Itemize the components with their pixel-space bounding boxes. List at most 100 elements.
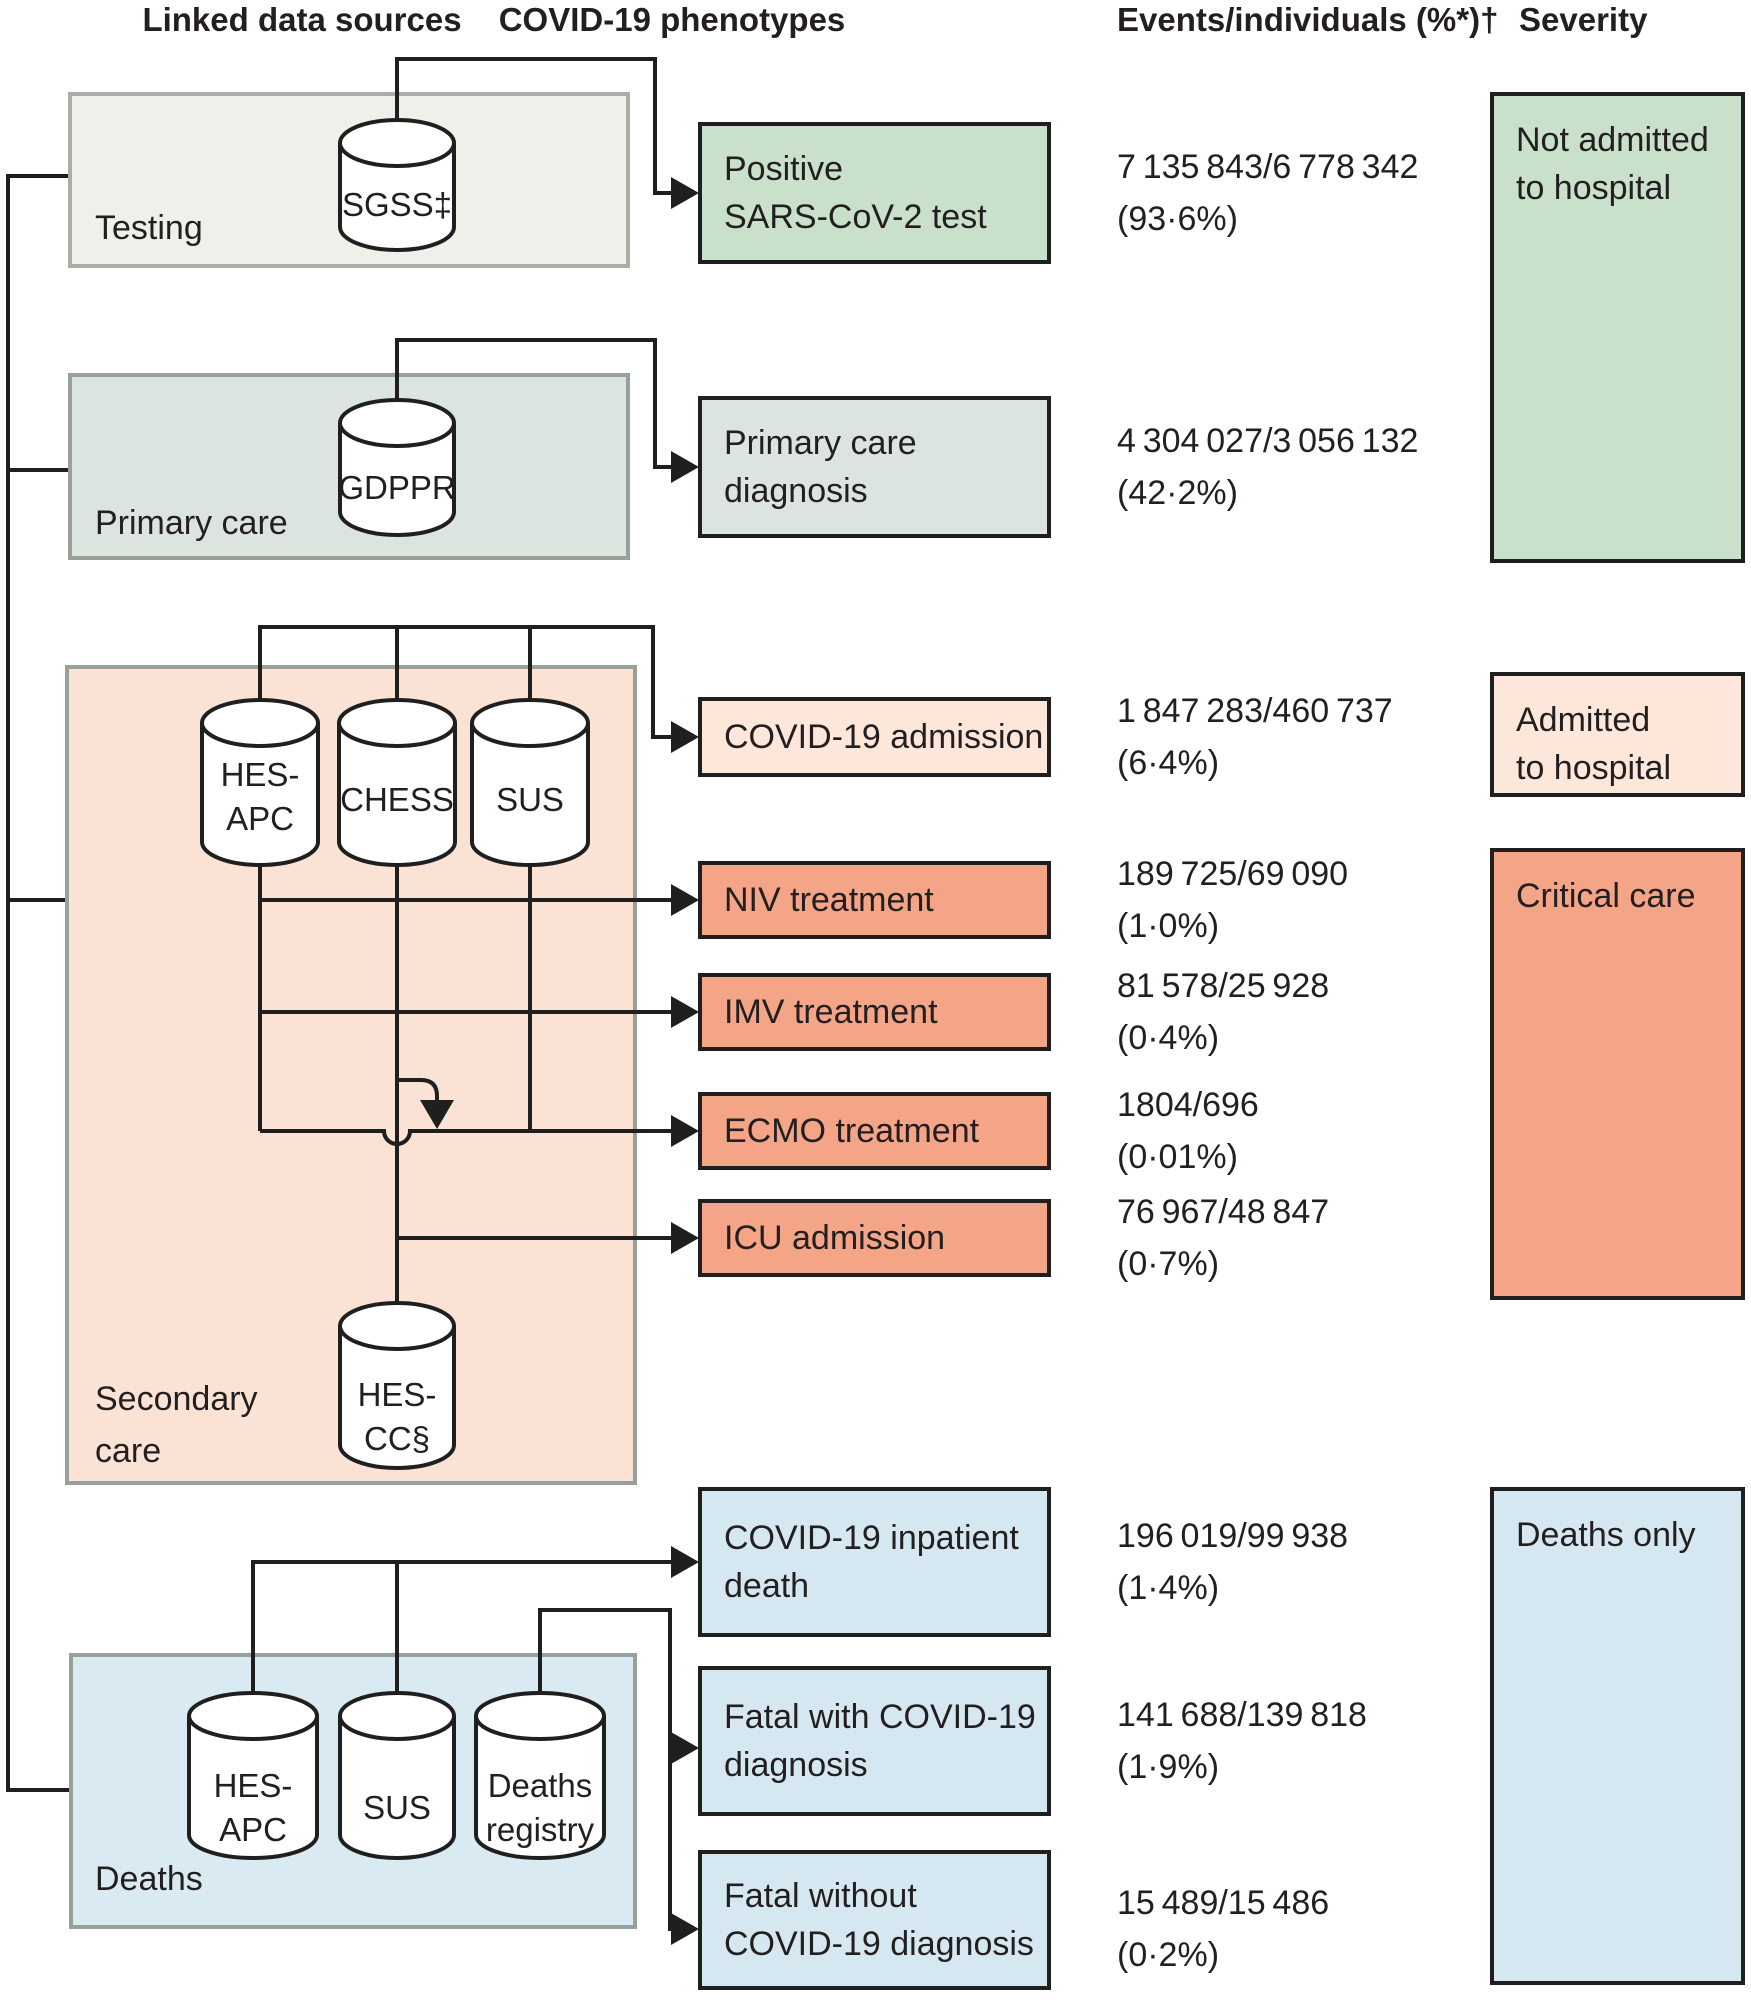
deaths-label: Deaths <box>95 1860 203 1898</box>
events-fatal-with: 141 688/139 818 (1·9%) <box>1117 1689 1367 1793</box>
phenotype-fatal-with-line1: Fatal with COVID-19 <box>724 1698 1036 1736</box>
secondary-care-label-line2: care <box>95 1432 162 1470</box>
events-percent: (6·4%) <box>1117 744 1220 782</box>
events-value: 81 578/25 928 <box>1117 967 1330 1005</box>
arrow-positive-test-icon <box>671 177 699 209</box>
events-value: 76 967/48 847 <box>1117 1193 1330 1231</box>
events-covid-admission: 1 847 283/460 737 (6·4%) <box>1117 685 1393 789</box>
events-value: 141 688/139 818 <box>1117 1696 1367 1734</box>
header-linked-data-sources: Linked data sources <box>142 1 462 38</box>
phenotype-covid-admission-label: COVID-19 admission <box>724 718 1044 756</box>
events-ecmo: 1804/696 (0·01%) <box>1117 1079 1259 1183</box>
testing-connector-line <box>395 57 671 195</box>
left-spine-line <box>6 174 69 1792</box>
chess-to-ecmo-branch-line <box>397 1078 439 1102</box>
events-value: 4 304 027/3 056 132 <box>1117 422 1419 460</box>
sgss-label: SGSS‡ <box>341 186 453 223</box>
header-covid-phenotypes: COVID-19 phenotypes <box>498 1 846 38</box>
severity-box-not-admitted: Not admitted to hospital <box>1490 92 1745 563</box>
phenotype-box-icu-admission: ICU admission <box>698 1199 1051 1277</box>
phenotype-fatal-without-line2: COVID-19 diagnosis <box>724 1925 1034 1963</box>
events-niv: 189 725/69 090 (1·0%) <box>1117 848 1348 952</box>
hes-apc-label-line2: APC <box>226 800 294 837</box>
events-value: 1 847 283/460 737 <box>1117 692 1393 730</box>
events-percent: (1·9%) <box>1117 1748 1220 1786</box>
events-imv: 81 578/25 928 (0·4%) <box>1117 960 1329 1064</box>
phenotype-box-inpatient-death: COVID-19 inpatient death <box>698 1487 1051 1637</box>
arrow-fatal-without-icon <box>671 1913 699 1945</box>
arrow-imv-icon <box>671 996 699 1028</box>
deaths-registry-cylinder-icon <box>474 1691 606 1860</box>
hes-cc-label-line1: HES- <box>357 1376 437 1413</box>
deaths-sus-label: SUS <box>363 1789 431 1826</box>
events-percent: (0·01%) <box>1117 1138 1238 1176</box>
hes-apc-cylinder-icon <box>200 698 320 867</box>
phenotype-box-fatal-without: Fatal without COVID-19 diagnosis <box>698 1850 1051 1990</box>
chess-label: CHESS <box>340 781 454 818</box>
phenotype-box-niv-treatment: NIV treatment <box>698 861 1051 939</box>
arrow-down-ecmo-icon <box>420 1100 454 1129</box>
events-percent: (42·2%) <box>1117 474 1238 512</box>
events-positive-test: 7 135 843/6 778 342 (93·6%) <box>1117 141 1418 245</box>
deaths-inpatient-connector-line <box>251 1560 671 1700</box>
sus-label: SUS <box>496 781 564 818</box>
deaths-sus-cylinder-icon <box>338 1691 456 1860</box>
phenotype-box-primary-diagnosis: Primary care diagnosis <box>698 396 1051 538</box>
severity-critical-care-label: Critical care <box>1516 877 1696 915</box>
hes-cc-label-line2: CC§ <box>363 1420 431 1457</box>
severity-admitted-line1: Admitted <box>1516 701 1651 739</box>
phenotype-inpatient-death-line2: death <box>724 1567 810 1605</box>
events-value: 7 135 843/6 778 342 <box>1117 148 1419 186</box>
events-value: 196 019/99 938 <box>1117 1517 1349 1555</box>
header-events-individuals: Events/individuals (%*)† <box>1117 1 1499 38</box>
severity-box-critical-care: Critical care <box>1490 848 1745 1300</box>
events-percent: (0·4%) <box>1117 1019 1220 1057</box>
events-percent: (0·2%) <box>1117 1936 1220 1974</box>
severity-not-admitted-line1: Not admitted <box>1516 121 1709 159</box>
phenotype-primary-diagnosis-line1: Primary care <box>724 424 917 462</box>
hes-apc-label-line1: HES- <box>220 756 300 793</box>
primary-connector-line <box>395 338 671 469</box>
deaths-hes-apc-label: HES- APC <box>214 1764 293 1852</box>
arrow-covid-admission-icon <box>671 721 699 753</box>
deaths-hes-apc-label-line1: HES- <box>213 1767 293 1804</box>
gdppr-label: GDPPR <box>338 469 456 506</box>
events-value: 1804/696 <box>1117 1086 1259 1124</box>
primary-care-label: Primary care <box>95 504 288 542</box>
phenotype-box-fatal-with: Fatal with COVID-19 diagnosis <box>698 1666 1051 1816</box>
sus-cylinder-icon <box>470 698 590 867</box>
header-severity: Severity <box>1519 1 1648 38</box>
deaths-registry-connector-line <box>538 1608 672 1931</box>
phenotype-fatal-without-line1: Fatal without <box>724 1877 917 1915</box>
severity-box-admitted: Admitted to hospital <box>1490 672 1745 797</box>
events-percent: (1·0%) <box>1117 907 1220 945</box>
arrow-icu-icon <box>671 1222 699 1254</box>
hes-apc-label: HES- APC <box>221 753 300 841</box>
deaths-registry-label: Deaths registry <box>486 1764 594 1852</box>
phenotype-icu-label: ICU admission <box>724 1219 946 1257</box>
events-value: 189 725/69 090 <box>1117 855 1349 893</box>
events-primary-diagnosis: 4 304 027/3 056 132 (42·2%) <box>1117 415 1418 519</box>
severity-not-admitted-line2: to hospital <box>1516 169 1671 207</box>
sgss-cylinder-icon <box>338 118 456 252</box>
phenotype-box-covid-admission: COVID-19 admission <box>698 697 1051 777</box>
severity-admitted-line2: to hospital <box>1516 749 1671 787</box>
arrow-ecmo-icon <box>671 1115 699 1147</box>
severity-deaths-only-label: Deaths only <box>1516 1516 1696 1554</box>
phenotype-inpatient-death-line1: COVID-19 inpatient <box>724 1519 1019 1557</box>
arrow-niv-icon <box>671 884 699 916</box>
deaths-registry-label-line2: registry <box>485 1811 595 1848</box>
events-percent: (93·6%) <box>1117 200 1238 238</box>
events-percent: (1·4%) <box>1117 1569 1220 1607</box>
secondary-care-label: Secondary care <box>95 1373 258 1477</box>
events-percent: (0·7%) <box>1117 1245 1220 1283</box>
events-icu: 76 967/48 847 (0·7%) <box>1117 1186 1329 1290</box>
phenotype-positive-test-line2: SARS-CoV-2 test <box>724 198 987 236</box>
secondary-care-label-line1: Secondary <box>95 1380 258 1418</box>
arrow-inpatient-death-icon <box>671 1546 699 1578</box>
events-value: 15 489/15 486 <box>1117 1884 1330 1922</box>
secondary-top-connector-line <box>258 625 671 739</box>
deaths-registry-label-line1: Deaths <box>487 1767 593 1804</box>
phenotype-box-ecmo-treatment: ECMO treatment <box>698 1092 1051 1170</box>
